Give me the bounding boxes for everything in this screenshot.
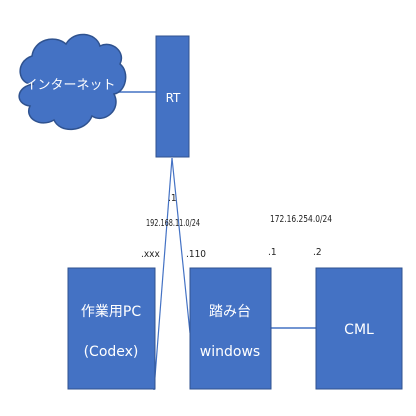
jump-label-line1: 踏み台: [209, 304, 251, 320]
router-label: RT: [166, 91, 181, 105]
internet-label: インターネット: [24, 78, 115, 93]
lan2-subnet-label: 172.16.254.0/24: [270, 214, 332, 225]
cml-interface-label: .2: [313, 247, 322, 258]
workpc-label-line1: 作業用PC: [81, 304, 141, 320]
internet-node: インターネット: [18, 33, 127, 130]
router-box: [155, 35, 190, 158]
jump-node: 踏み台 windows: [189, 267, 272, 390]
lan1-subnet-label: 192.168.11.0/24: [146, 218, 200, 229]
cml-box: [315, 267, 403, 390]
router-node: RT: [155, 35, 190, 158]
workpc-interface-label: .xxx: [141, 249, 161, 260]
workpc-node: 作業用PC (Codex): [67, 267, 156, 390]
jump-label-line2: windows: [200, 344, 260, 360]
link-rt-workpc: [153, 157, 173, 391]
rt-interface-label: .1: [168, 193, 177, 204]
jump-lan2-interface-label: .1: [268, 247, 277, 258]
link-rt-jump: [171, 157, 191, 334]
workpc-box: [67, 267, 156, 390]
cloud-icon: [18, 33, 127, 130]
cml-label: CML: [344, 322, 374, 338]
workpc-label-line2: (Codex): [84, 344, 139, 360]
cml-node: CML: [315, 267, 403, 390]
jump-lan1-interface-label: .110: [186, 249, 206, 260]
jump-box: [189, 267, 272, 390]
